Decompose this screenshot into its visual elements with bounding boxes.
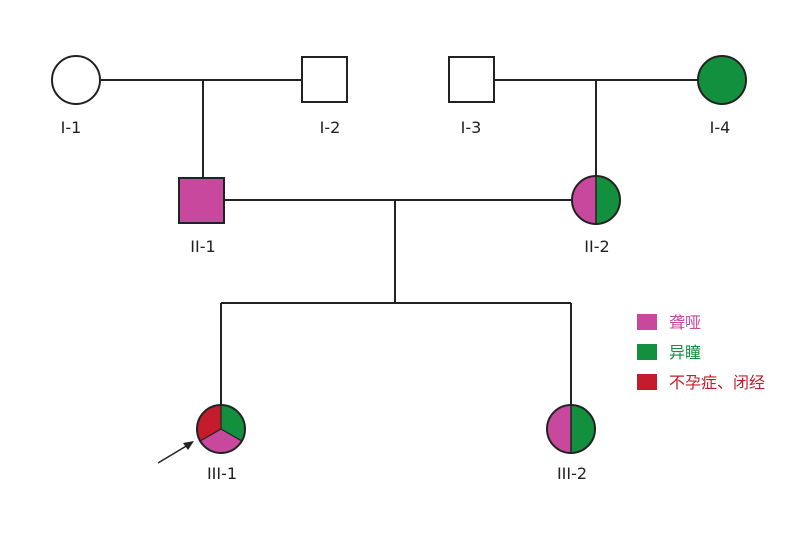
half-left-deaf-mute	[572, 176, 596, 224]
label-II-1: II-1	[190, 237, 215, 256]
label-III-2: III-2	[557, 464, 587, 483]
individual-II-2: II-2	[571, 175, 621, 256]
label-II-2: II-2	[584, 237, 609, 256]
individual-III-1: III-1	[157, 404, 246, 483]
female-symbol	[51, 55, 101, 105]
female-symbol-outline	[546, 404, 596, 454]
male-symbol	[448, 56, 495, 103]
half-right-heterochromia	[571, 405, 595, 453]
individual-I-1: I-1	[51, 55, 101, 137]
individual-I-4: I-4	[697, 55, 747, 137]
legend-item-infertility: 不孕症、闭经	[637, 373, 765, 392]
half-right-heterochromia	[596, 176, 620, 224]
legend-item-deaf-mute: 聋哑	[637, 313, 701, 332]
legend-swatch	[637, 344, 657, 360]
legend-swatch	[637, 314, 657, 330]
legend-label: 聋哑	[669, 313, 701, 332]
pedigree-lines	[101, 79, 698, 406]
legend-swatch	[637, 374, 657, 390]
individual-II-1: II-1	[178, 177, 225, 256]
individual-I-3: I-3	[448, 56, 495, 137]
label-I-1: I-1	[61, 118, 82, 137]
label-III-1: III-1	[207, 464, 237, 483]
female-symbol-outline	[571, 175, 621, 225]
male-symbol	[301, 56, 348, 103]
label-I-2: I-2	[320, 118, 341, 137]
legend: 聋哑 异瞳 不孕症、闭经	[637, 313, 765, 392]
legend-item-heterochromia: 异瞳	[637, 343, 701, 362]
individual-III-2: III-2	[546, 404, 596, 483]
label-I-4: I-4	[710, 118, 731, 137]
divider-left	[199, 428, 222, 442]
male-symbol-affected	[178, 177, 225, 224]
legend-label: 不孕症、闭经	[669, 373, 765, 392]
individual-I-2: I-2	[301, 56, 348, 137]
label-I-3: I-3	[461, 118, 482, 137]
half-left-deaf-mute	[547, 405, 571, 453]
legend-label: 异瞳	[669, 343, 701, 362]
divider-right	[220, 428, 243, 442]
proband-arrow-icon	[157, 441, 194, 464]
female-symbol-outline	[196, 404, 246, 454]
female-symbol-affected	[697, 55, 747, 105]
